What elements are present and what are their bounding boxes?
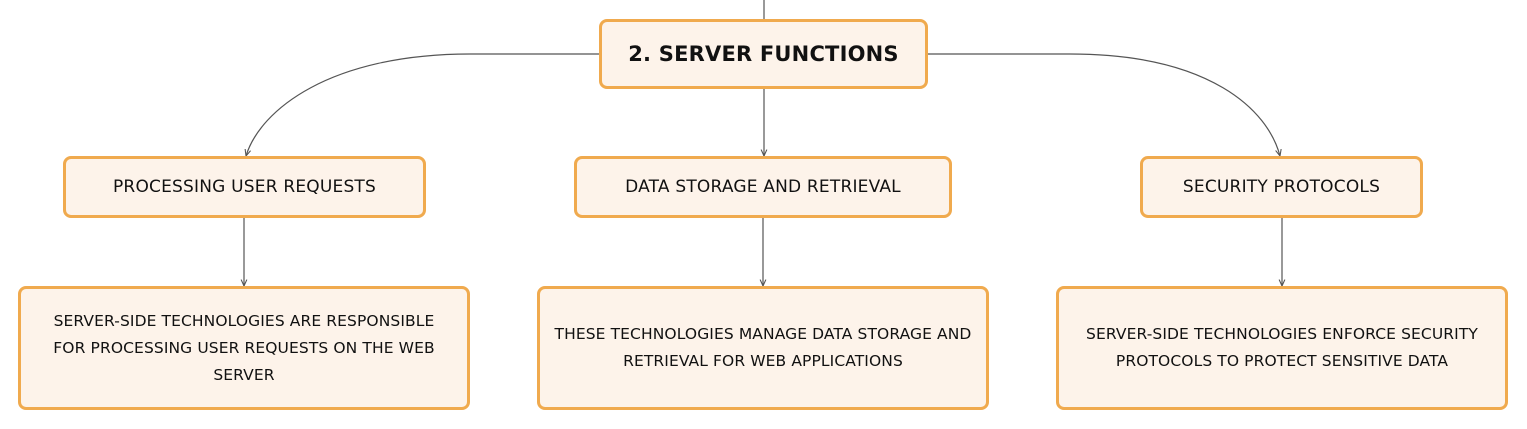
detail-node-security-protocols: SERVER-SIDE TECHNOLOGIES ENFORCE SECURIT… (1056, 286, 1508, 410)
detail-node-text: THESE TECHNOLOGIES MANAGE DATA STORAGE A… (554, 325, 972, 370)
connector-root-to-branch-1 (246, 53, 599, 156)
branch-node-security-protocols: SECURITY PROTOCOLS (1140, 156, 1423, 218)
branch-node-label: PROCESSING USER REQUESTS (112, 177, 377, 197)
branch-node-label: DATA STORAGE AND RETRIEVAL (625, 177, 901, 197)
branch-node-label: SECURITY PROTOCOLS (1182, 177, 1381, 197)
detail-node-text: SERVER-SIDE TECHNOLOGIES ARE RESPONSIBLE… (53, 311, 435, 384)
connector-root-to-branch-3 (928, 53, 1280, 156)
root-node: 2. SERVER FUNCTIONS (599, 19, 928, 89)
detail-node-text: SERVER-SIDE TECHNOLOGIES ENFORCE SECURIT… (1086, 325, 1478, 370)
branch-node-processing-user-requests: PROCESSING USER REQUESTS (63, 156, 426, 218)
detail-node-processing-user-requests: SERVER-SIDE TECHNOLOGIES ARE RESPONSIBLE… (18, 286, 470, 410)
root-node-label: 2. SERVER FUNCTIONS (628, 42, 899, 66)
branch-node-data-storage-and-retrieval: DATA STORAGE AND RETRIEVAL (574, 156, 952, 218)
detail-node-data-storage-and-retrieval: THESE TECHNOLOGIES MANAGE DATA STORAGE A… (537, 286, 989, 410)
